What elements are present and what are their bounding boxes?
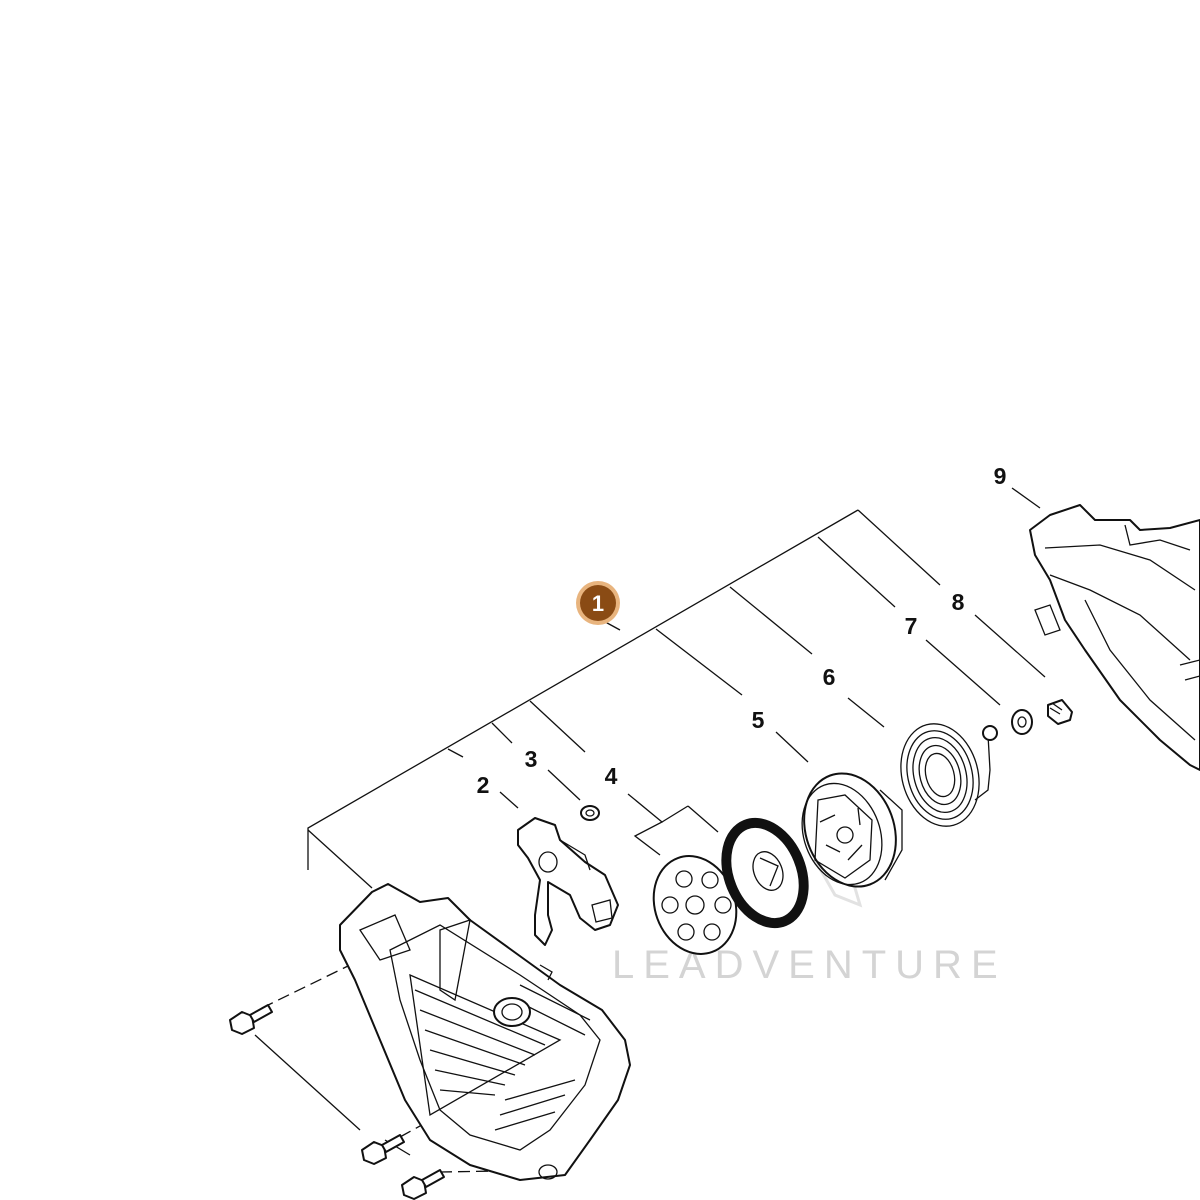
screw-middle — [361, 1134, 405, 1165]
starter-cover-part — [339, 883, 631, 1181]
rope-pulley-part — [801, 772, 903, 888]
screw-lower — [401, 1169, 445, 1200]
callout-number-1: 1 — [592, 591, 604, 616]
perforated-disc-part — [652, 855, 738, 955]
rewind-spring-part — [900, 723, 998, 827]
callout-number-4[interactable]: 4 — [605, 763, 618, 789]
ring-seal-part — [721, 817, 809, 929]
washer-part — [580, 805, 600, 821]
callout-number-2[interactable]: 2 — [477, 772, 490, 798]
callout-number-6[interactable]: 6 — [823, 664, 836, 690]
callout-number-8[interactable]: 8 — [952, 589, 965, 615]
leader-lines — [254, 487, 1046, 1156]
highlight-callout-1[interactable]: 1 — [576, 581, 620, 625]
callout-number-3[interactable]: 3 — [525, 746, 538, 772]
assembly-bracket — [307, 509, 941, 870]
callout-numbers: 2 3 4 5 6 7 8 9 — [477, 463, 1007, 798]
washer-screw-part — [1011, 699, 1073, 735]
fan-housing-part — [1029, 504, 1200, 771]
watermark-text: LEADVENTURE — [612, 943, 1007, 987]
callout-number-5[interactable]: 5 — [752, 707, 765, 733]
watermark: LEADVENTURE — [612, 815, 1007, 987]
cover-screws — [229, 1004, 445, 1200]
callout-number-7[interactable]: 7 — [905, 613, 918, 639]
callout-number-9[interactable]: 9 — [994, 463, 1007, 489]
highlight-dot — [580, 585, 616, 621]
starter-handle-part — [517, 817, 619, 946]
screw-upper — [229, 1004, 273, 1035]
